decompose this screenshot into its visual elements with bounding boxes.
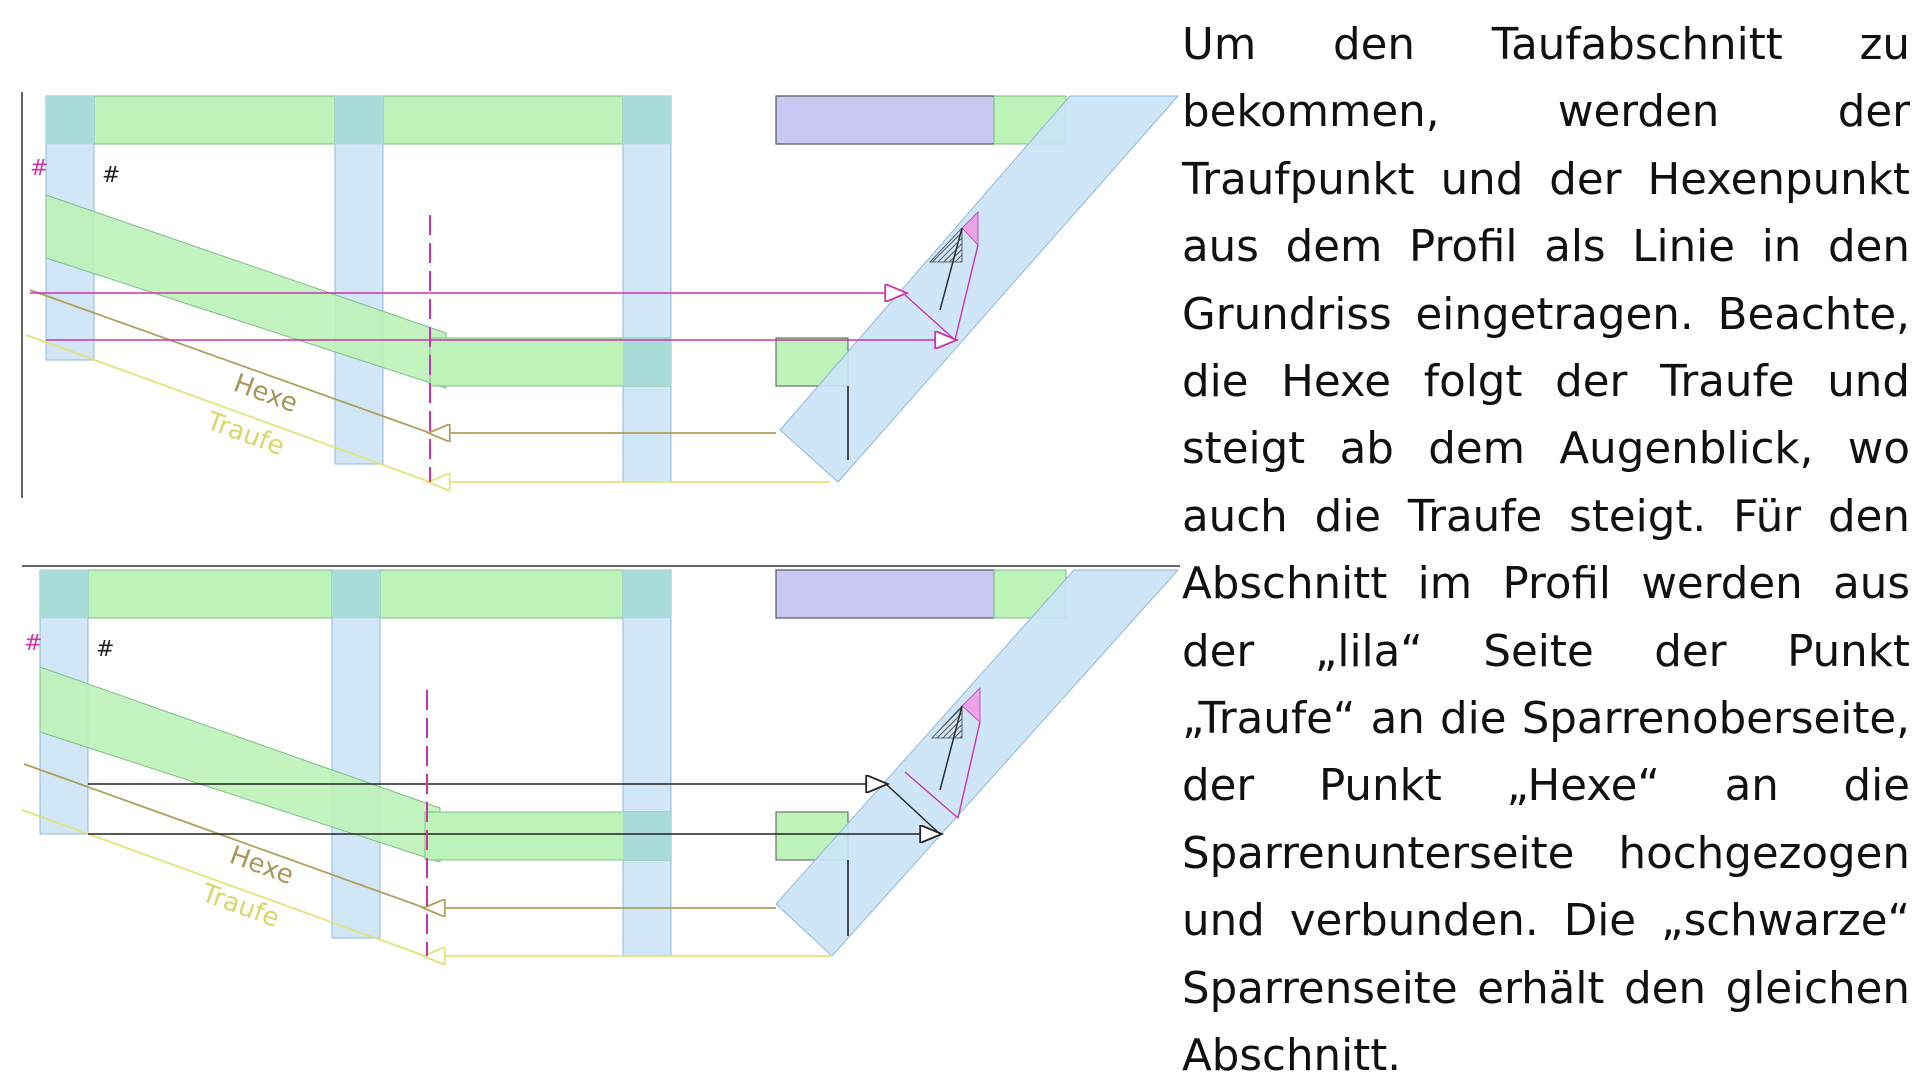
top-overlap-2 — [335, 96, 383, 144]
bottom-post-3 — [622, 569, 672, 957]
bottom-rafter — [39, 666, 441, 863]
bottom-link-line-magenta — [904, 771, 959, 819]
top-hatched-cut — [929, 226, 963, 263]
top-overlap-4 — [623, 338, 671, 386]
bottom-hexe-line — [23, 763, 426, 909]
top-pink-cut — [961, 211, 979, 247]
top-rafter — [45, 194, 447, 389]
bottom-hash-magenta: # — [24, 631, 42, 656]
top-lilac-plate — [775, 95, 995, 145]
bottom-traufe-label: Traufe — [197, 878, 284, 934]
bottom-overlap-1 — [40, 570, 88, 618]
bottom-hatched-cut — [931, 704, 963, 739]
bottom-cut-line-black — [939, 705, 963, 791]
bottom-pink-cut — [961, 687, 981, 723]
top-cut-line-magenta — [954, 244, 979, 341]
top-hash-magenta: # — [30, 156, 48, 181]
top-hash-black: # — [102, 163, 120, 188]
construction-diagram: Hexe Traufe # # — [21, 92, 1180, 1080]
bottom-hash-black: # — [96, 637, 114, 662]
bottom-diagonal-rafter — [775, 569, 1180, 957]
bottom-overlap-4 — [623, 812, 671, 860]
bottom-hexe-label: Hexe — [226, 840, 298, 891]
bottom-cut-line-magenta — [957, 721, 981, 819]
top-hexe-label: Hexe — [230, 368, 302, 419]
top-diagonal-rafter — [779, 95, 1180, 483]
top-overlap-3 — [623, 96, 671, 144]
top-panel: Hexe Traufe # # — [21, 92, 1180, 498]
bottom-overlap-2 — [332, 570, 380, 618]
top-cut-line-black — [939, 227, 963, 311]
bottom-panel: Hexe Traufe # # — [21, 565, 1180, 957]
bottom-lilac-plate — [775, 569, 995, 619]
top-post-2 — [334, 95, 384, 465]
top-traufe-line — [25, 334, 431, 483]
top-post-3 — [622, 95, 672, 483]
top-hexe-line — [29, 289, 431, 434]
explanation-text: Um den Taufabschnitt zu bekommen, werden… — [1182, 12, 1910, 1091]
explanation-paragraph: Um den Taufabschnitt zu bekommen, werden… — [1182, 20, 1910, 1082]
top-overlap-1 — [46, 96, 94, 144]
bottom-overlap-3 — [623, 570, 671, 618]
